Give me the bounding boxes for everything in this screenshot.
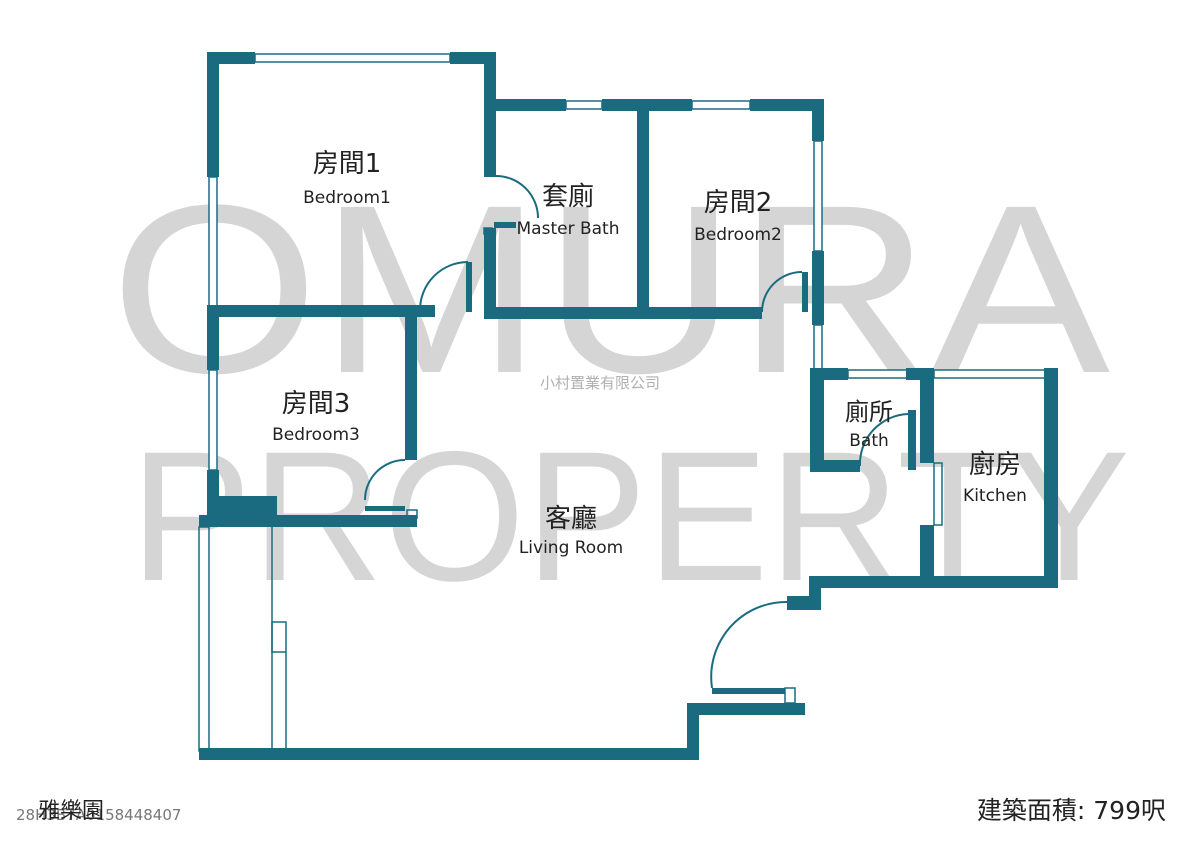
door-swing: [364, 459, 406, 501]
door-swing: [858, 413, 909, 467]
room-label-bedroom1-zh: 房間1: [313, 149, 382, 179]
wall: [484, 52, 496, 177]
wall: [812, 99, 824, 141]
wall: [812, 251, 824, 325]
room-label-masterbath-zh: 套廁: [542, 182, 594, 212]
wall: [207, 305, 219, 370]
window: [813, 324, 823, 371]
room-label-masterbath-en: Master Bath: [517, 219, 620, 239]
door-swing: [761, 271, 803, 313]
room-label-bedroom2-en: Bedroom2: [694, 225, 782, 245]
wall: [199, 515, 417, 527]
reference-code: 28H3B7A0158448407: [16, 806, 182, 824]
window: [565, 100, 603, 110]
wall: [810, 460, 860, 472]
wall: [484, 307, 762, 319]
window: [254, 53, 451, 63]
wall: [207, 305, 435, 317]
wall: [787, 596, 811, 610]
wall: [687, 703, 805, 715]
gross-area-value: 799呎: [1093, 796, 1166, 825]
window: [691, 100, 751, 110]
wall: [712, 688, 785, 694]
wall: [920, 368, 934, 463]
wall: [484, 228, 496, 310]
room-label-bedroom3-en: Bedroom3: [272, 425, 360, 445]
gross-area-label: 建築面積: [976, 796, 1077, 825]
room-label-living-zh: 客廳: [545, 504, 597, 534]
wall: [484, 99, 566, 111]
estate-name: 雅樂園: [38, 799, 105, 824]
wall: [207, 496, 277, 518]
window: [847, 369, 909, 379]
door-swing: [495, 175, 539, 219]
room-label-bedroom1-en: Bedroom1: [303, 188, 391, 208]
room-label-bath-en: Bath: [849, 431, 889, 451]
window: [933, 369, 1047, 379]
wall: [637, 99, 649, 309]
wall: [908, 410, 916, 470]
door-jamb: [406, 509, 418, 519]
watermark-company: 小村置業有限公司: [540, 374, 660, 392]
gross-area: 建築面積: 799呎: [976, 796, 1166, 825]
window: [208, 176, 218, 308]
window: [208, 369, 218, 471]
wall: [802, 272, 808, 312]
room-label-bedroom3-zh: 房間3: [282, 389, 351, 419]
room-label-living-en: Living Room: [519, 538, 623, 558]
room-label-bath-zh: 廁所: [845, 398, 893, 426]
walls: [198, 52, 1058, 760]
wall: [687, 705, 699, 760]
door-jamb: [784, 687, 796, 704]
wall: [466, 262, 472, 312]
door-jamb: [933, 462, 943, 526]
doors: [364, 175, 909, 689]
room-label-bedroom2-zh: 房間2: [704, 188, 773, 218]
door-swing: [710, 600, 788, 689]
wall: [920, 525, 934, 585]
wall: [810, 368, 848, 380]
wall: [365, 506, 405, 511]
wall: [750, 99, 824, 111]
balcony-line: [271, 621, 287, 653]
room-label-kitchen-zh: 廚房: [969, 450, 1021, 480]
door-swing: [419, 261, 469, 311]
wall: [207, 52, 255, 64]
wall: [207, 52, 219, 177]
wall: [1044, 368, 1058, 588]
wall: [405, 305, 417, 460]
door-jamb: [483, 227, 493, 235]
room-label-kitchen-en: Kitchen: [963, 486, 1027, 506]
window: [813, 140, 823, 252]
wall: [494, 222, 516, 228]
wall: [810, 370, 824, 470]
wall: [199, 748, 699, 760]
